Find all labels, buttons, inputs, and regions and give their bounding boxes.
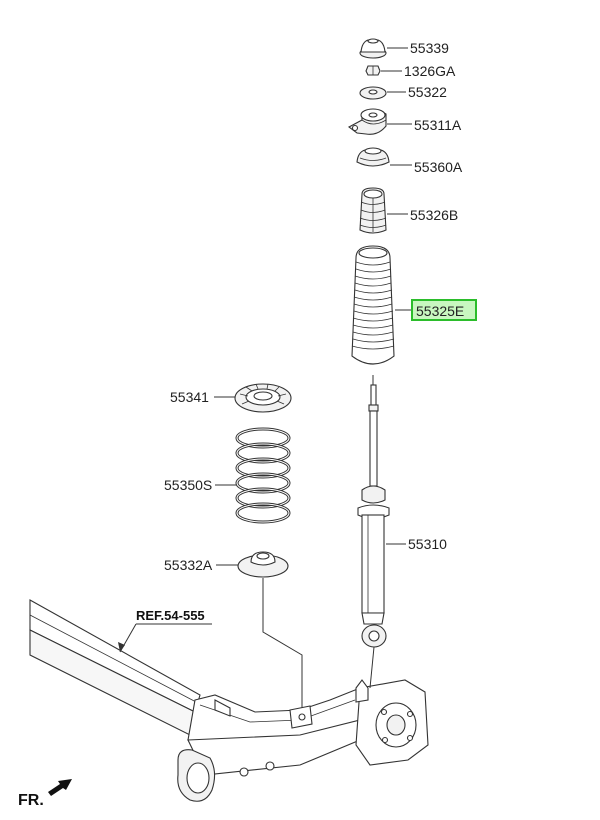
- part-55311a-drawing[interactable]: [347, 108, 387, 135]
- label-55332a[interactable]: 55332A: [164, 557, 213, 573]
- label-55311a[interactable]: 55311A: [414, 117, 462, 133]
- label-55310[interactable]: 55310: [408, 536, 447, 552]
- part-55326b-drawing[interactable]: [359, 187, 387, 234]
- label-55341[interactable]: 55341: [170, 389, 209, 405]
- label-55339[interactable]: 55339: [410, 40, 449, 56]
- highlight-box-55325e: [411, 299, 477, 321]
- leader-55332a-to-axle: [262, 578, 303, 712]
- label-55322[interactable]: 55322: [408, 84, 447, 100]
- part-55341-drawing[interactable]: [234, 383, 292, 413]
- rear-axle-drawing: [29, 599, 429, 802]
- part-55332a-drawing[interactable]: [237, 551, 289, 578]
- label-55350s[interactable]: 55350S: [164, 477, 212, 493]
- front-direction-label: FR.: [18, 792, 44, 809]
- part-55350s-drawing[interactable]: [235, 427, 291, 524]
- part-55339-drawing[interactable]: [359, 38, 387, 59]
- part-55325e-drawing[interactable]: [351, 245, 395, 365]
- reference-label[interactable]: REF.54-555: [136, 608, 205, 623]
- label-55325e[interactable]: 55325E: [416, 303, 464, 319]
- front-direction-arrow-icon: [48, 779, 72, 796]
- part-55310-drawing[interactable]: [357, 375, 390, 648]
- part-55322-drawing[interactable]: [359, 86, 387, 100]
- part-55360a-drawing[interactable]: [356, 147, 390, 167]
- part-1326ga-drawing[interactable]: [365, 65, 381, 76]
- label-55326b[interactable]: 55326B: [410, 207, 458, 223]
- label-1326ga[interactable]: 1326GA: [404, 63, 456, 79]
- label-55360a[interactable]: 55360A: [414, 159, 463, 175]
- reference-arrow-icon: [118, 642, 125, 652]
